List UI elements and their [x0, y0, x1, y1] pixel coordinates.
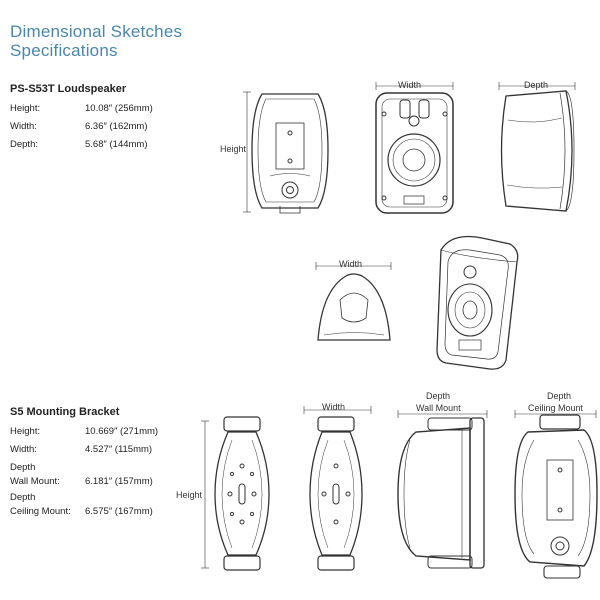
- title-line-2: Specifications: [10, 41, 118, 60]
- speaker-rear-view: [243, 91, 329, 214]
- dim-label-width-bracket: Width: [322, 402, 346, 412]
- dim-label-width-front: Width: [398, 80, 422, 90]
- dim-label-height-bracket: Height: [176, 490, 203, 500]
- dim-label-depth-ceiling: Depth: [547, 391, 572, 401]
- bracket-front-view: [201, 416, 270, 571]
- bracket-ceiling-mount-view: [514, 410, 598, 579]
- page-title: Dimensional Sketches Specifications: [10, 22, 182, 60]
- bracket-side-view: [303, 406, 372, 571]
- bracket-wall-mount-view: [397, 410, 488, 569]
- bracket-heading: S5 Mounting Bracket: [10, 406, 120, 418]
- speaker-front-view: [375, 82, 454, 214]
- speaker-top-view: [315, 262, 392, 341]
- speaker-side-view: [498, 82, 576, 212]
- dim-label-depth-wall: Depth: [426, 391, 451, 401]
- speaker-perspective-view: [436, 235, 519, 370]
- dim-label-depth-side: Depth: [524, 80, 549, 90]
- loudspeaker-heading: PS-S53T Loudspeaker: [10, 83, 127, 95]
- dim-label-ceiling-mount: Ceiling Mount: [528, 403, 584, 413]
- title-line-1: Dimensional Sketches: [10, 22, 183, 41]
- dim-label-width-top: Width: [339, 259, 363, 269]
- dim-label-wall-mount: Wall Mount: [416, 403, 461, 413]
- dim-label-height-front: Height: [220, 144, 247, 154]
